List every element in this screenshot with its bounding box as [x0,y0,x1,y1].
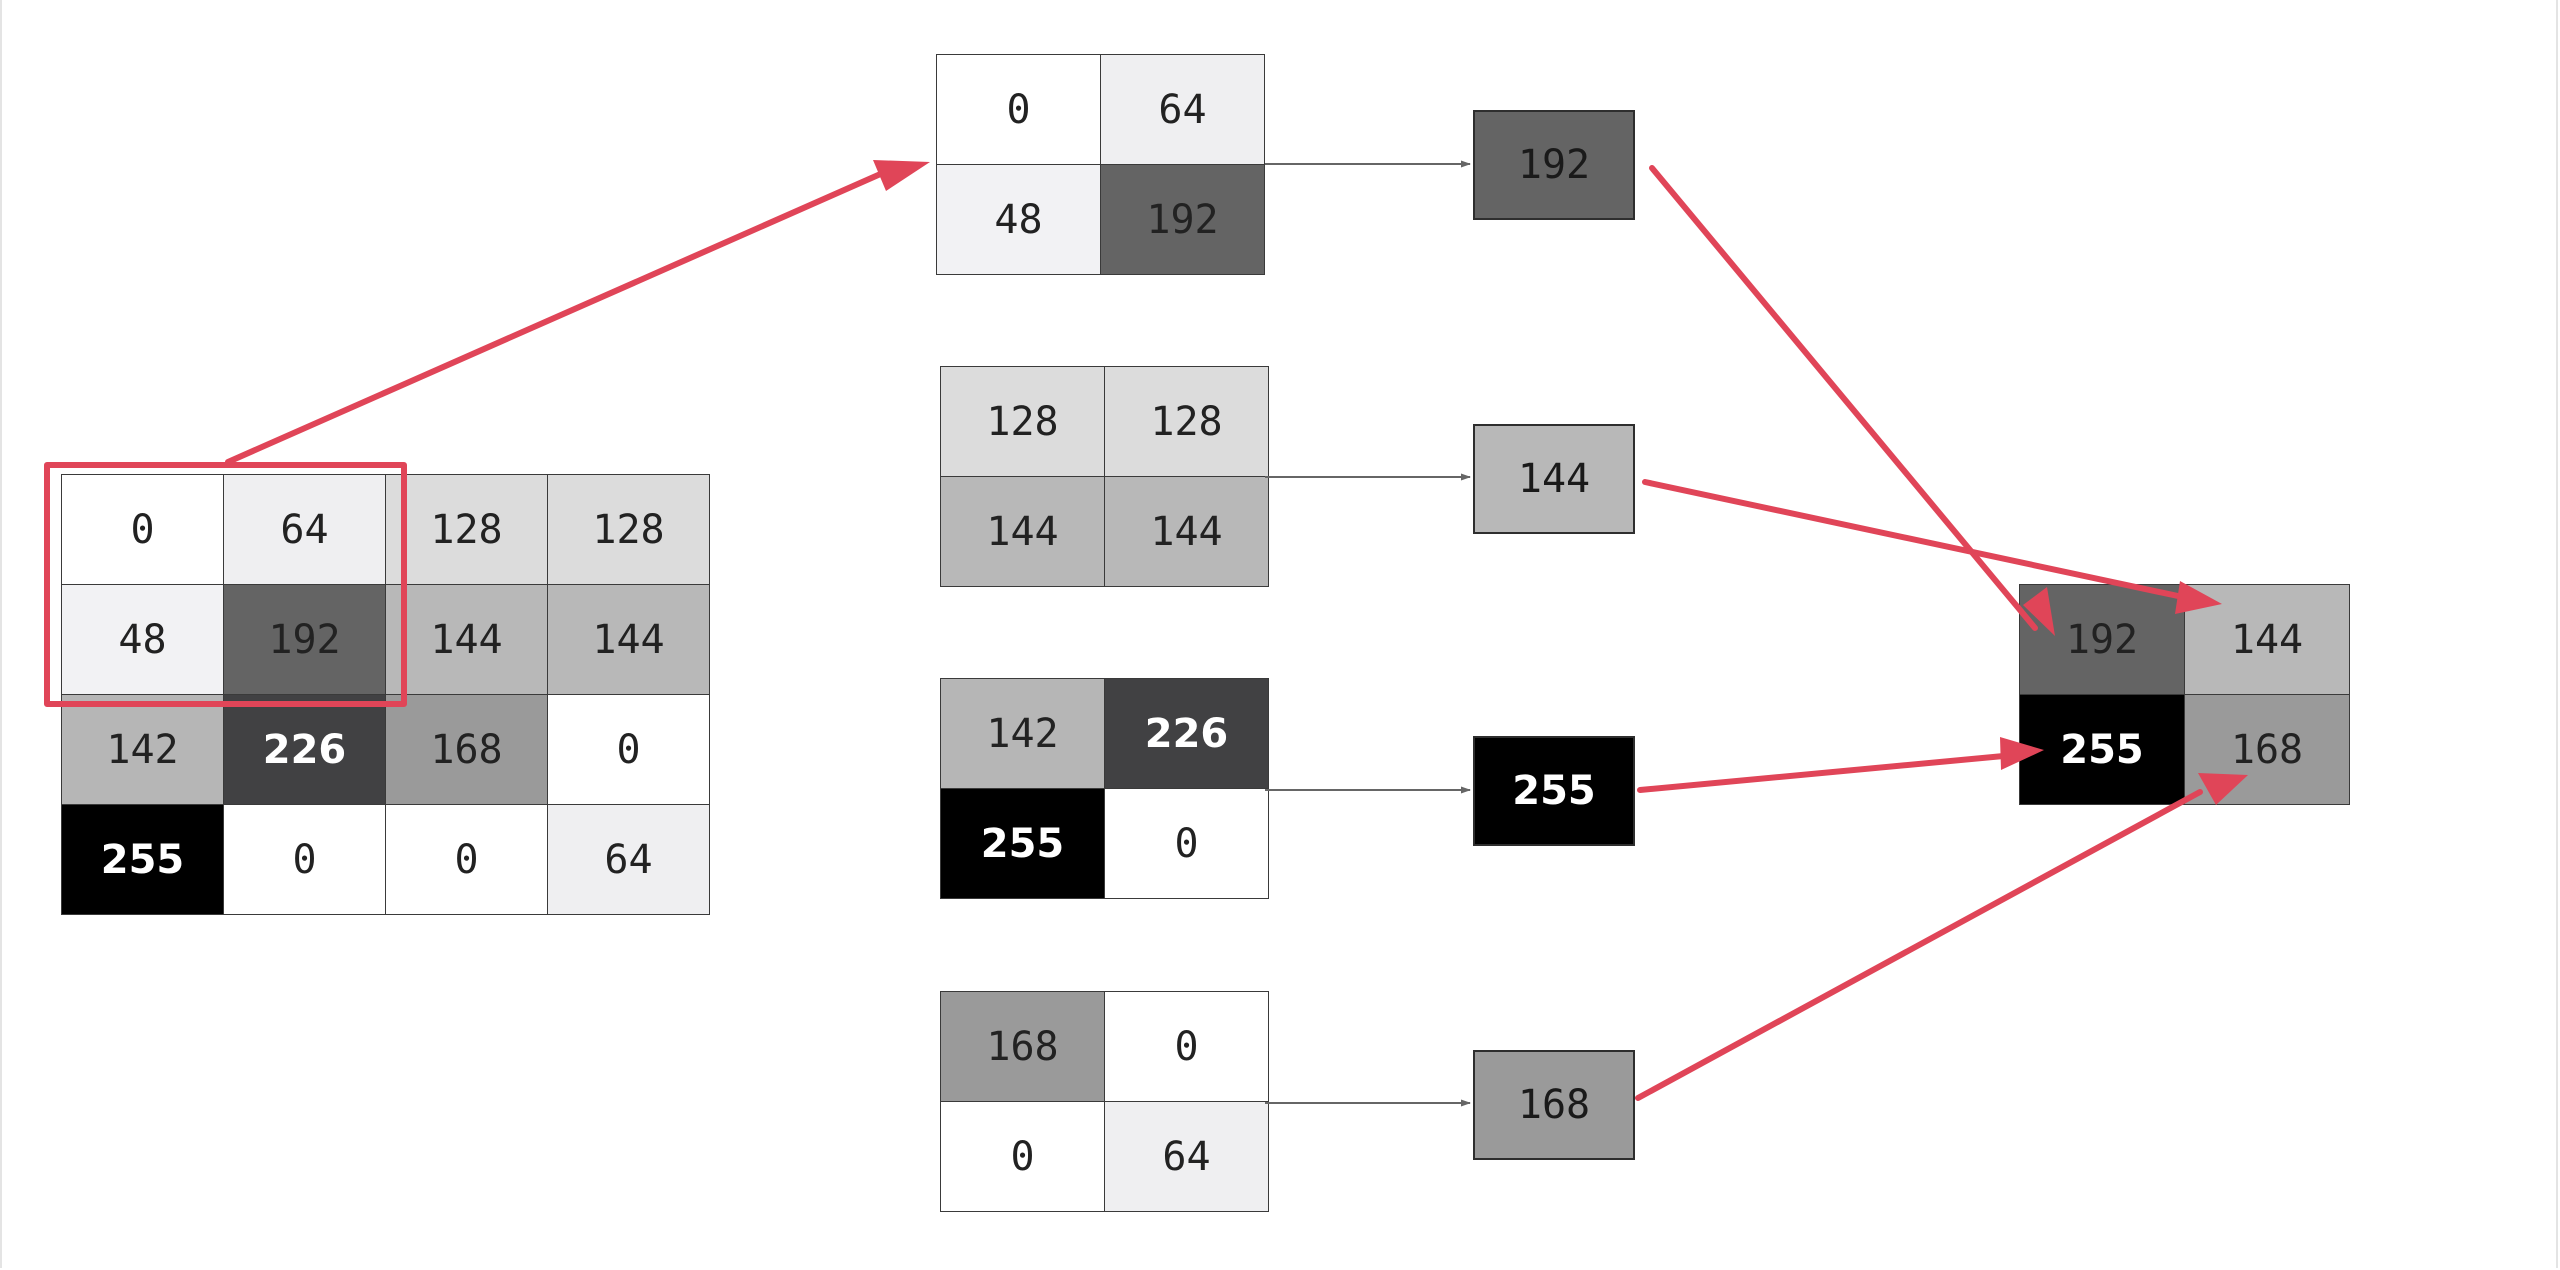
output-cell: 255 [2019,694,2185,805]
pool-cell: 144 [1104,476,1269,587]
arrow-max1-to-output [1649,165,2038,631]
arrowhead-max4-to-output [2198,773,2248,805]
input-cell: 168 [385,694,548,805]
input-cell: 48 [61,584,224,695]
input-cell: 64 [547,804,710,915]
arrow-max3-to-output [1637,751,2028,793]
arrow-window-to-pool [225,169,888,465]
arrow-max2-to-output [1642,479,2181,599]
arrowhead-max3-to-output [2000,737,2044,770]
pool-cell: 0 [1104,991,1269,1102]
max-value-1: 192 [1473,110,1635,220]
input-cell: 128 [385,474,548,585]
pool-cell: 226 [1104,678,1269,789]
pool-cell: 64 [1100,54,1265,165]
input-cell: 0 [385,804,548,915]
max-value-2: 144 [1473,424,1635,534]
input-cell: 255 [61,804,224,915]
pool-cell: 144 [940,476,1105,587]
input-cell: 144 [547,584,710,695]
pooling-window-highlight [44,462,407,707]
pool-cell: 128 [1104,366,1269,477]
input-cell: 0 [223,804,386,915]
input-cell: 144 [385,584,548,695]
arrowhead-window-to-pool [873,160,930,191]
pool-cell: 0 [940,1101,1105,1212]
input-cell: 142 [61,694,224,805]
max-value-3: 255 [1473,736,1635,846]
pool-cell: 128 [940,366,1105,477]
arrow-max4-to-output [1635,789,2203,1101]
pool-cell: 168 [940,991,1105,1102]
input-cell: 128 [547,474,710,585]
pool-cell: 255 [940,788,1105,899]
max-value-4: 168 [1473,1050,1635,1160]
input-cell: 0 [547,694,710,805]
pool-cell: 192 [1100,164,1265,275]
arrowhead-max2-to-output [2175,581,2222,614]
input-cell: 64 [223,474,386,585]
pool-cell: 0 [1104,788,1269,899]
pool-cell: 64 [1104,1101,1269,1212]
arrowhead-max1-to-output [2023,587,2055,636]
pool-cell: 142 [940,678,1105,789]
pool-cell: 48 [936,164,1101,275]
